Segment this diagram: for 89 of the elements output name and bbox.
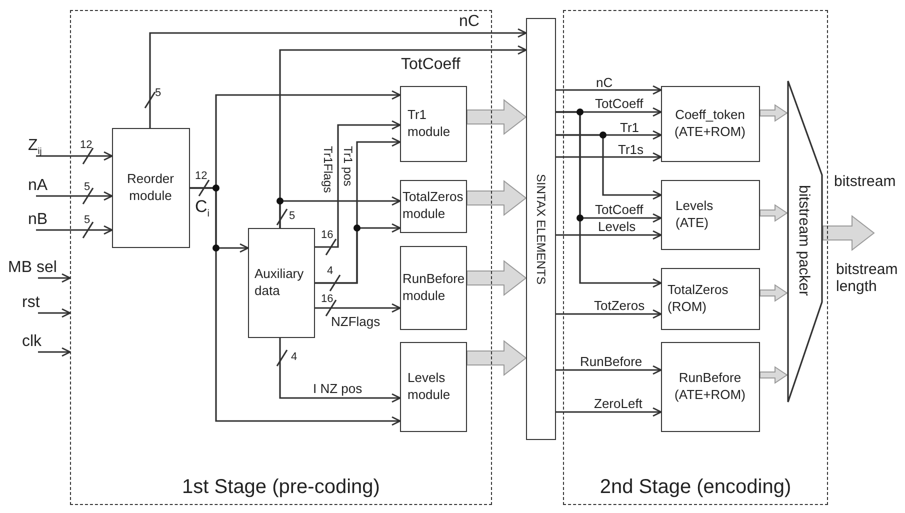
edge-label: ZeroLeft: [593, 397, 644, 410]
connector-arrow: [556, 85, 662, 95]
block-arrow: [760, 284, 788, 302]
stage-title: 2nd Stage (encoding): [600, 476, 792, 498]
edge-label: Tr1 pos: [341, 146, 355, 186]
connector-arrow: [315, 303, 401, 313]
block-arrow: [822, 214, 875, 252]
module-label: TotalZeros module: [402, 189, 464, 223]
edge-label: Levels: [597, 220, 637, 233]
block-arrow: [760, 366, 788, 384]
connector-arrow: [279, 338, 401, 403]
module-box: [660, 342, 760, 432]
connector-arrow: [36, 191, 113, 201]
bus-width-label: 16: [321, 293, 334, 306]
block-arrow: [760, 204, 788, 222]
module-box: [400, 86, 466, 162]
edge-label: TotZeros: [593, 299, 646, 312]
connector-arrow: [279, 196, 401, 228]
module-label: Reorder module: [127, 170, 174, 204]
connector-arrow: [149, 28, 527, 128]
module-label: Auxiliary data: [254, 266, 304, 300]
connector-arrow: [556, 230, 662, 240]
edge-label: NZFlags: [330, 315, 382, 328]
module-label: RunBefore module: [402, 270, 465, 304]
packer-label: bitstream packer: [796, 184, 812, 296]
module-label: Levels (ATE): [676, 198, 714, 232]
stage-boundary: [70, 10, 492, 505]
signal-name: nB: [28, 210, 48, 230]
edge-label: TotCoeff: [594, 203, 644, 216]
connector-arrow: [556, 309, 662, 319]
connector-arrow: [556, 407, 662, 417]
module-label: TotalZeros (ROM): [668, 282, 728, 316]
connector-arrow: [556, 152, 662, 162]
block-arrow: [466, 98, 527, 136]
module-box: [660, 86, 760, 162]
bus-width-label: 12: [80, 139, 92, 152]
edge-label: RunBefore: [579, 355, 644, 368]
connector-arrow: [36, 225, 113, 235]
edge-label: Tr1: [619, 121, 640, 134]
signal-name: clk: [22, 332, 42, 352]
block-arrow: [466, 340, 527, 376]
bus-width-label: 4: [327, 265, 334, 278]
signal-name: MB sel: [8, 258, 57, 278]
connector-arrow: [38, 308, 71, 318]
edge-label: Tr1s: [617, 143, 645, 156]
module-label: Tr1 module: [408, 106, 450, 140]
block-arrow: [760, 104, 788, 122]
connector-arrow: [556, 365, 662, 375]
signal-label: C$_{i}$: [195, 198, 210, 220]
connector-arrow: [38, 273, 71, 283]
signal-name: nA: [28, 176, 48, 196]
connector-arrow: [315, 120, 401, 248]
connector-arrow: [190, 187, 401, 426]
module-label: RunBefore (ATE+ROM): [674, 370, 746, 404]
module-box: [660, 180, 760, 250]
module-box: [248, 228, 314, 338]
connector-arrow: [556, 134, 662, 200]
bus-width-label: 5: [289, 210, 296, 222]
stage-title: 1st Stage (pre-coding): [182, 476, 380, 498]
signal-label: bitstream length: [836, 262, 898, 295]
bus-width-label: 4: [291, 351, 298, 364]
bus-bar: [526, 18, 556, 440]
block-arrow: [466, 260, 527, 296]
module-label: Coeff_token (ATE+ROM): [674, 106, 746, 140]
module-label: Levels module: [408, 370, 450, 404]
edge-label: nC: [595, 76, 614, 89]
block-arrow: [466, 180, 527, 216]
bus-width-label: 5: [84, 214, 90, 226]
stage-boundary: [563, 10, 828, 505]
module-box: [400, 180, 466, 232]
bus-width-label: 12: [195, 170, 208, 182]
signal-label: bitstream: [834, 174, 896, 190]
module-box: [112, 128, 190, 248]
module-box: [660, 268, 760, 330]
edge-label: TotCoeff: [594, 97, 644, 110]
connector-arrow: [315, 223, 401, 284]
bus-width-label: 5: [84, 181, 90, 194]
connector-arrow: [38, 347, 71, 357]
bus-width-label: 16: [321, 229, 334, 242]
signal-name: rst: [22, 293, 40, 313]
signal-name: Z$_{ij}$: [28, 136, 42, 156]
bus-width-label: 5: [155, 87, 162, 100]
edge-label: Tr1Flags: [321, 146, 335, 193]
bus-label: SINTAX ELEMENTS: [535, 174, 547, 284]
module-box: [400, 342, 466, 432]
connector-arrow: [36, 151, 113, 161]
connector-arrow: [556, 111, 662, 288]
edge-label: I NZ pos: [312, 382, 364, 395]
module-box: [400, 246, 466, 330]
